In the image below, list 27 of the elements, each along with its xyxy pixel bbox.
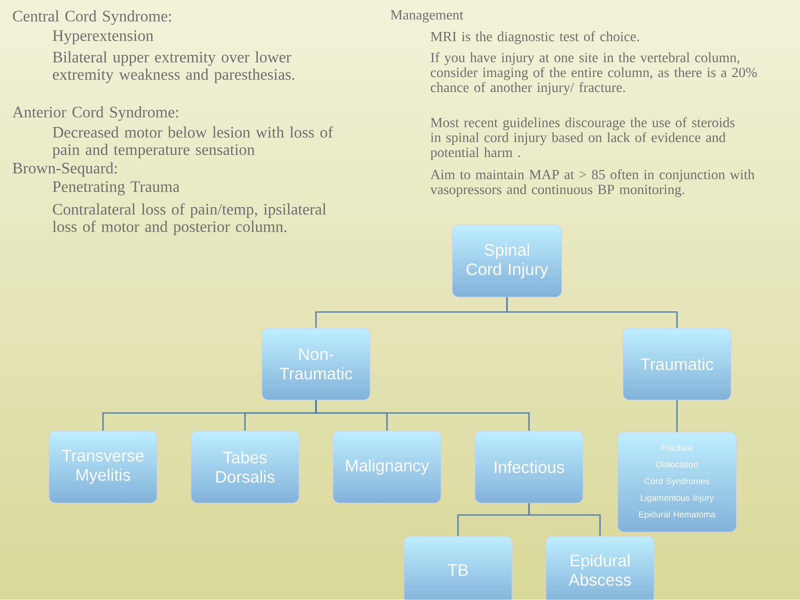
text-line: Bilateral upper extremity over lower extremity weakness and paresthesias. [52, 51, 294, 84]
text-line: Brown-Sequard: [12, 162, 117, 177]
text-line: If you have injury at one site in the vertebral column, consider imaging of the entire column, as there is a 20% chance of another injury/ fracture. [430, 52, 757, 95]
category-box: TB [404, 536, 512, 600]
connector-line [676, 400, 678, 432]
text-line: Hyperextension [52, 30, 154, 44]
category-box: Malignancy [332, 430, 442, 504]
category-box: Epidural Abscess [546, 536, 654, 600]
category-box: Spinal Cord Injury [452, 224, 562, 298]
text-line: Central Cord Syndrome: [12, 10, 171, 25]
text-line: Most recent guidelines discourage the use of steroids in spinal cord injury based on lack of evidence and potential harm . [430, 117, 735, 160]
category-box: Tabes Dorsalis [190, 430, 300, 504]
text-line: Management [390, 10, 464, 22]
text-line: Aim to maintain MAP at > 85 often in conjunction with vasopressors and continuous BP monitoring. [430, 169, 755, 198]
text-line: Anterior Cord Syndrome: [12, 106, 178, 121]
category-box: Transverse Myelitis [48, 430, 158, 504]
category-box: Infectious [474, 430, 584, 504]
text-line: Decreased motor below lesion with loss of pain and temperature sensation [52, 126, 334, 158]
connector-line [528, 503, 601, 536]
text-line: MRI is the diagnostic test of choice. [430, 31, 639, 44]
text-line: Contralateral loss of pain/temp, ipsilateral loss of motor and posterior column. [52, 203, 326, 236]
text-line: Penetrating Trauma [52, 181, 180, 196]
connector-line [506, 297, 678, 328]
category-box: Non-Traumatic [262, 328, 370, 400]
category-box: Traumatic [622, 328, 732, 400]
connector-line [315, 400, 530, 431]
category-box: Fracture Dislocation Cord Syndromes Ligamentous Injury Epidural Hematoma [617, 432, 737, 532]
